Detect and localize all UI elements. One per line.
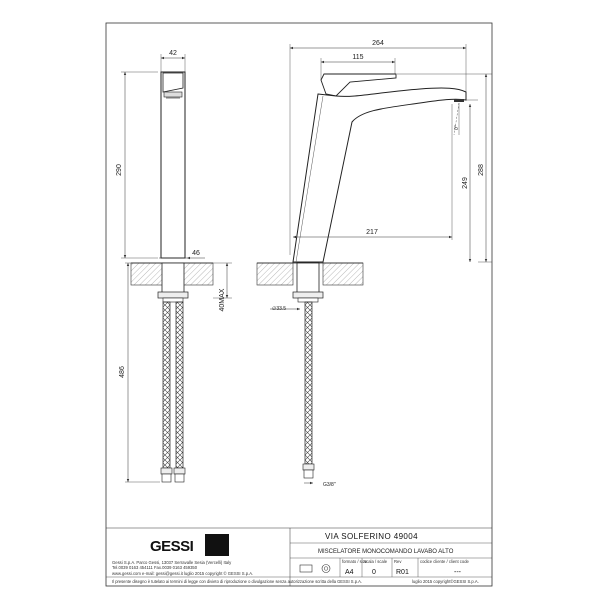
company-address: Gessi S.p.A. Parco Gessi, 13037 Serraval… [112, 560, 232, 565]
format-value: A4 [345, 569, 354, 576]
front-max-dim: 40MAX [219, 288, 226, 311]
angle-mark: 0° [454, 125, 460, 130]
front-faucet-body [160, 71, 186, 259]
company-web: www.gessi.com e-mail: gessi@gessi.it lug… [112, 571, 253, 576]
client-label: codice cliente / client code [420, 559, 470, 564]
side-faucet-body [292, 87, 467, 263]
front-height-dim: 290 [116, 164, 123, 176]
side-lever [320, 73, 397, 97]
product-description: MISCELATORE MONOCOMANDO LAVABO ALTO [318, 549, 454, 555]
footer-note: Il presente disegno è tutelato ai termin… [112, 579, 362, 584]
projection-symbol-icon [299, 564, 331, 573]
rev-value: R01 [396, 569, 409, 576]
title-block: GESSI Gessi S.p.A. Parco Gessi, 13037 Se… [106, 527, 492, 586]
sheet-border [105, 22, 493, 587]
scale-value: 0 [372, 569, 376, 576]
side-thread-dim: G3/8" [323, 482, 336, 488]
product-name: VIA SOLFERINO 49004 [325, 532, 418, 541]
company-logo: GESSI [150, 538, 194, 555]
front-base-width-dim: 46 [192, 250, 200, 257]
front-view: 42 290 46 40MAX [116, 50, 232, 483]
side-reach-dim: 217 [366, 229, 378, 236]
front-hose-right [175, 301, 184, 469]
front-hose-left [162, 301, 171, 469]
client-value: --- [454, 569, 462, 576]
company-phone: Tel.0039 0163 454111 Fax.0039 0163 45935… [112, 565, 198, 570]
format-label: formato / size [342, 559, 368, 564]
side-lever-dim: 115 [352, 54, 363, 61]
side-total-height-dim: 288 [478, 164, 485, 176]
front-width-dim: 42 [169, 50, 177, 57]
scale-label: scala / scale [364, 559, 388, 564]
side-base-diam-dim: ∅33.5 [272, 306, 286, 312]
rev-label: Rev [394, 559, 402, 564]
side-view: 264 115 0° 217 249 [256, 40, 492, 488]
side-total-width-dim: 264 [372, 40, 384, 47]
side-spout-height-dim: 249 [462, 177, 469, 189]
footer-copyright: luglio 2015 copyright©GESSI S.p.A. [412, 579, 479, 584]
front-hose-dim: 486 [119, 366, 126, 378]
side-hose [304, 301, 313, 465]
